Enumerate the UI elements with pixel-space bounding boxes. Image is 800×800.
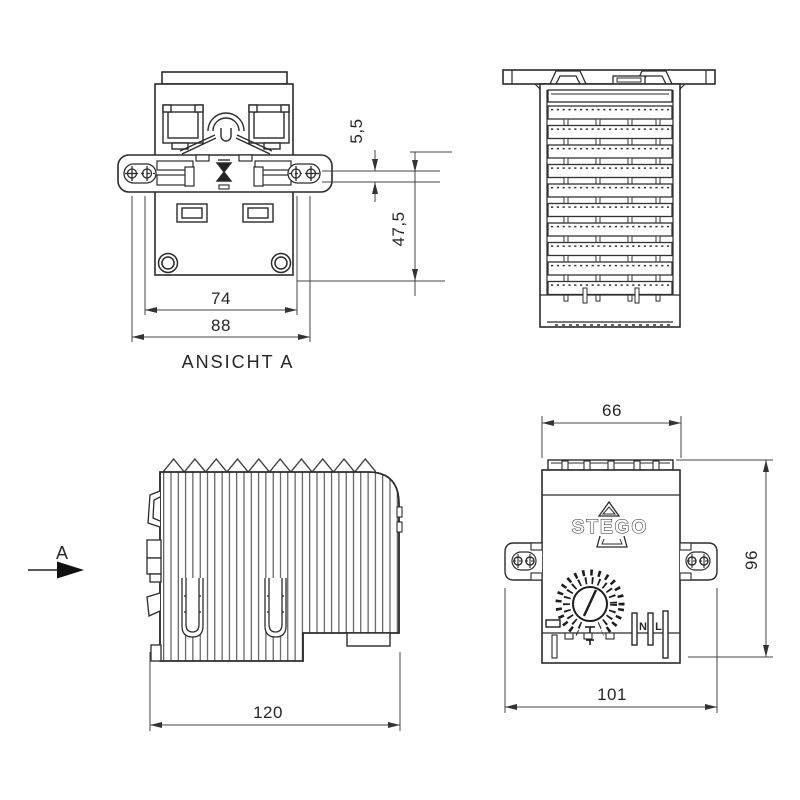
dim-88: 88 — [211, 316, 231, 335]
screw-bosses — [157, 252, 292, 274]
dims-front-view — [504, 416, 773, 713]
view-a-title: ANSICHT A — [182, 352, 295, 372]
hourglass-symbol — [215, 159, 233, 190]
front-bracket-left — [504, 542, 543, 581]
stego-logo — [596, 500, 628, 548]
dim-96: 96 — [742, 550, 761, 570]
view-louver-side — [502, 69, 716, 328]
dim-5-5: 5,5 — [347, 118, 366, 143]
view-arrow-label: A — [56, 543, 70, 563]
dim-66: 66 — [602, 401, 622, 420]
spring-arch — [179, 112, 273, 155]
front-bracket-right — [679, 542, 718, 581]
top-clips — [548, 70, 674, 85]
view-front — [504, 459, 718, 664]
u-slots — [181, 578, 287, 638]
dim-74: 74 — [211, 289, 231, 308]
terminal-n-label: N — [639, 621, 647, 633]
slot-right — [287, 163, 321, 184]
louver-rows — [547, 105, 673, 302]
left-clips — [146, 490, 162, 662]
slot-left — [123, 163, 157, 184]
din-clip-right — [248, 104, 290, 150]
brand-logo-text: STEGO — [572, 517, 649, 538]
dim-47-5: 47,5 — [389, 211, 408, 246]
view-ansicht-a — [117, 71, 333, 276]
view-direction-arrow — [28, 561, 84, 579]
terminal-l-label: L — [655, 621, 662, 633]
view-ribbed-side — [146, 458, 403, 662]
top-teeth — [163, 458, 376, 472]
dim-120: 120 — [253, 703, 283, 722]
dims-side-view — [149, 652, 401, 731]
dial-indicator-window — [545, 619, 561, 628]
dim-101: 101 — [597, 685, 627, 704]
feet — [176, 203, 274, 223]
terminal-block[interactable] — [631, 610, 669, 659]
dims-view-a — [131, 150, 452, 342]
din-clip-left — [162, 104, 204, 150]
dial-pointer — [582, 589, 598, 617]
